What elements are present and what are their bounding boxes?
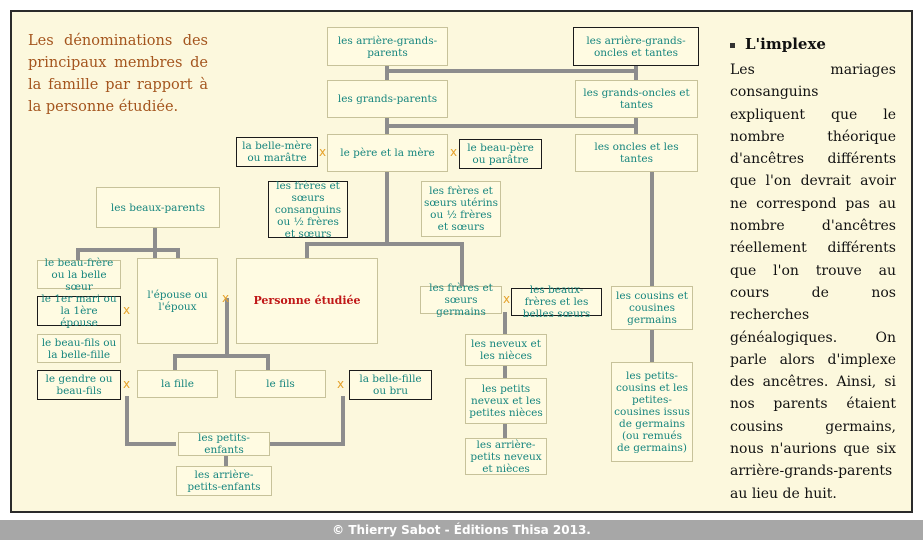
node-parents: le père et la mère	[327, 134, 448, 172]
node-brother-in-law: le beau-frère ou la belle sœur	[37, 257, 121, 293]
node-daughter: la fille	[137, 370, 218, 398]
node-siblings: les frères et sœurs germains	[420, 282, 502, 318]
node-stepfather: le beau-père ou parâtre	[459, 139, 542, 169]
marriage-symbol: x	[123, 303, 131, 317]
node-stepchildren: le beau-fils ou la belle-fille	[37, 334, 121, 363]
node-great-grand-uncles: les arrière-grands-oncles et tantes	[573, 27, 699, 66]
implexe-text: Les mariages consanguins expliquent que …	[730, 62, 896, 502]
copyright-footer: © Thierry Sabot - Éditions Thisa 2013.	[0, 520, 923, 540]
marriage-symbol: x	[123, 377, 131, 391]
marriage-symbol: x	[450, 145, 458, 159]
intro-text: Les dénominations des principaux membres…	[28, 33, 208, 115]
node-siblings-in-law: les beaux-frères et les belles sœurs	[511, 284, 602, 320]
implexe-title: L'implexe	[730, 35, 896, 53]
node-stepmother: la belle-mère ou marâtre	[236, 137, 318, 167]
node-great-grandparents: les arrière-grands-parents	[327, 27, 448, 66]
bullet-icon	[730, 42, 735, 48]
node-great-grand-nephews: les arrière-petits neveux et nièces	[465, 438, 547, 475]
marriage-symbol: x	[319, 145, 327, 159]
node-uncles-aunts: les oncles et les tantes	[575, 134, 698, 172]
node-grandchildren: les petits-enfants	[178, 432, 270, 456]
node-first-spouse: le 1er mari ou la 1ère épouse	[37, 293, 121, 329]
node-son: le fils	[235, 370, 326, 398]
marriage-symbol: x	[503, 292, 511, 306]
node-subject: Personne étudiée	[236, 258, 378, 344]
node-great-grandchildren: les arrière-petits-enfants	[176, 466, 272, 496]
node-cousins: les cousins et cousines germains	[611, 286, 693, 330]
node-daughter-in-law: la belle-fille ou bru	[349, 370, 432, 400]
node-grand-uncles: les grands-oncles et tantes	[575, 80, 698, 118]
node-half-siblings-paternal: les frères et sœurs consanguins ou ½ frè…	[268, 180, 348, 240]
node-son-in-law: le gendre ou beau-fils	[37, 370, 121, 400]
marriage-symbol: x	[337, 377, 345, 391]
implexe-panel: L'implexe Les mariages consanguins expli…	[730, 35, 896, 505]
connector-lines	[76, 64, 654, 468]
node-grand-nephews: les petits neveux et les petites nièces	[465, 378, 547, 424]
node-second-cousins: les petits-cousins et les petites-cousin…	[611, 362, 693, 462]
node-spouse: l'épouse ou l'époux	[137, 258, 218, 344]
node-in-laws: les beaux-parents	[96, 187, 220, 228]
node-half-siblings-maternal: les frères et sœurs utérins ou ½ frères …	[421, 181, 501, 237]
implexe-title-text: L'implexe	[745, 35, 826, 53]
node-grandparents: les grands-parents	[327, 80, 448, 118]
node-nephews: les neveux et les nièces	[465, 334, 547, 366]
marriage-symbol: x	[222, 291, 230, 305]
